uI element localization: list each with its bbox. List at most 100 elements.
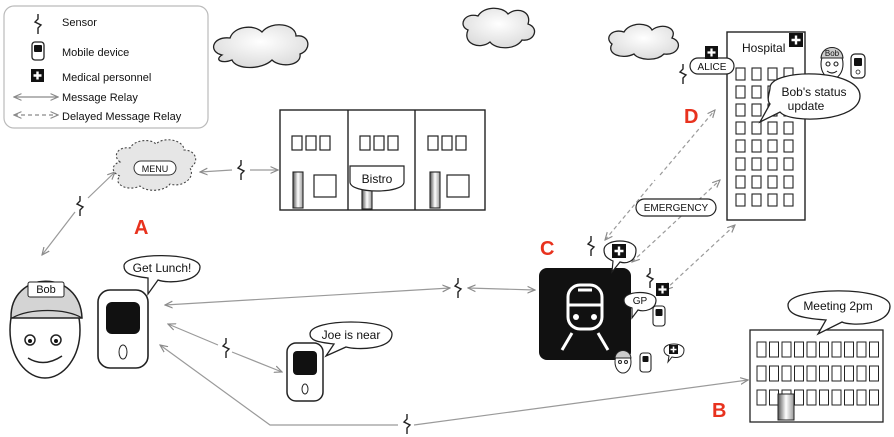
sensor-icon: [453, 278, 463, 298]
bob-status-line1: Bob's status: [782, 85, 847, 99]
window: [751, 67, 762, 81]
window: [819, 389, 829, 406]
sensor-icon: [33, 14, 43, 34]
meeting-bubble: Meeting 2pm: [787, 290, 891, 336]
window: [767, 121, 778, 135]
window: [735, 103, 746, 117]
menu-cloud: MENU: [112, 139, 197, 191]
window: [735, 139, 746, 153]
mobile-device-icon: [639, 352, 652, 373]
sensor-icon: [236, 160, 246, 180]
window: [769, 341, 779, 358]
legend-sensor-label: Sensor: [62, 17, 97, 29]
window: [794, 389, 804, 406]
get-lunch-label: Get Lunch!: [133, 261, 192, 275]
window: [831, 389, 842, 406]
sensor-icon: [75, 196, 85, 216]
sensor-icon: [645, 268, 655, 288]
medical-cross-icon: [612, 244, 626, 258]
bob-status-line2: update: [788, 99, 825, 113]
window: [769, 389, 779, 406]
window: [819, 341, 829, 358]
legend-relay-label: Message Relay: [62, 92, 138, 104]
window: [767, 157, 778, 171]
train-station-icon: [539, 268, 631, 360]
window: [844, 365, 854, 382]
window: [735, 193, 746, 207]
window: [869, 365, 879, 382]
office-building: [749, 329, 884, 423]
window: [751, 157, 762, 171]
relay-links: [42, 170, 748, 426]
window: [751, 103, 762, 117]
cloud: [212, 24, 309, 69]
window: [806, 341, 817, 358]
bob-avatar: Bob: [9, 280, 83, 379]
window: [751, 193, 762, 207]
marker-a: A: [134, 217, 148, 239]
gp-bubble: GP: [623, 283, 669, 320]
window: [794, 341, 804, 358]
window: [751, 121, 762, 135]
cloud: [462, 7, 536, 49]
window: [756, 341, 767, 358]
meeting-label: Meeting 2pm: [803, 299, 872, 313]
window: [831, 341, 842, 358]
window: [856, 365, 867, 382]
legend-mobile-label: Mobile device: [62, 47, 129, 59]
alice-tag: ALICE: [689, 46, 735, 75]
mobile-device-icon: [31, 41, 45, 61]
medical-cross-icon: [705, 46, 718, 59]
window: [783, 139, 794, 153]
bob-small-label: Bob: [825, 49, 840, 58]
legend-delayed-label: Delayed Message Relay: [62, 111, 182, 123]
window: [767, 139, 778, 153]
window: [844, 341, 854, 358]
window: [819, 365, 829, 382]
bob-mobile-device: [97, 289, 149, 369]
bistro-label: Bistro: [362, 172, 393, 186]
alice-label: ALICE: [698, 62, 727, 73]
joe-mobile-device: [286, 342, 324, 402]
window: [751, 139, 762, 153]
window: [783, 175, 794, 189]
marker-d: D: [684, 106, 698, 128]
sensor-icon: [221, 338, 231, 358]
person-avatar-small: [614, 350, 632, 374]
window: [781, 365, 792, 382]
mobile-device-icon: [652, 305, 666, 327]
joe-label: Joe is near: [322, 328, 381, 342]
window: [869, 389, 879, 406]
medical-cross-icon: [789, 33, 803, 47]
window: [735, 121, 746, 135]
sensor-icon: [586, 236, 596, 256]
window: [735, 157, 746, 171]
window: [751, 85, 762, 99]
bob-status-bubble: Bob's status update: [758, 73, 861, 124]
bistro-building: Bistro: [279, 109, 486, 211]
menu-label: MENU: [142, 164, 169, 174]
window: [735, 175, 746, 189]
window: [767, 67, 778, 81]
sensor-icon: [678, 64, 688, 84]
medical-speech-bubble: [603, 240, 637, 274]
joe-is-near-bubble: Joe is near: [309, 321, 393, 358]
window: [783, 193, 794, 207]
window: [794, 365, 804, 382]
legend: Sensor Mobile device Medical personnel M…: [3, 5, 209, 129]
window: [856, 389, 867, 406]
window: [767, 193, 778, 207]
bob-avatar-small: Bob: [820, 46, 844, 80]
window: [751, 175, 762, 189]
delayed-relay-links: [605, 110, 735, 290]
window: [783, 157, 794, 171]
window: [769, 365, 779, 382]
mobile-device-icon: [850, 53, 866, 79]
hospital-label: Hospital: [742, 41, 785, 55]
window: [844, 389, 854, 406]
window: [806, 389, 817, 406]
window: [831, 365, 842, 382]
window: [735, 85, 746, 99]
window: [783, 121, 794, 135]
